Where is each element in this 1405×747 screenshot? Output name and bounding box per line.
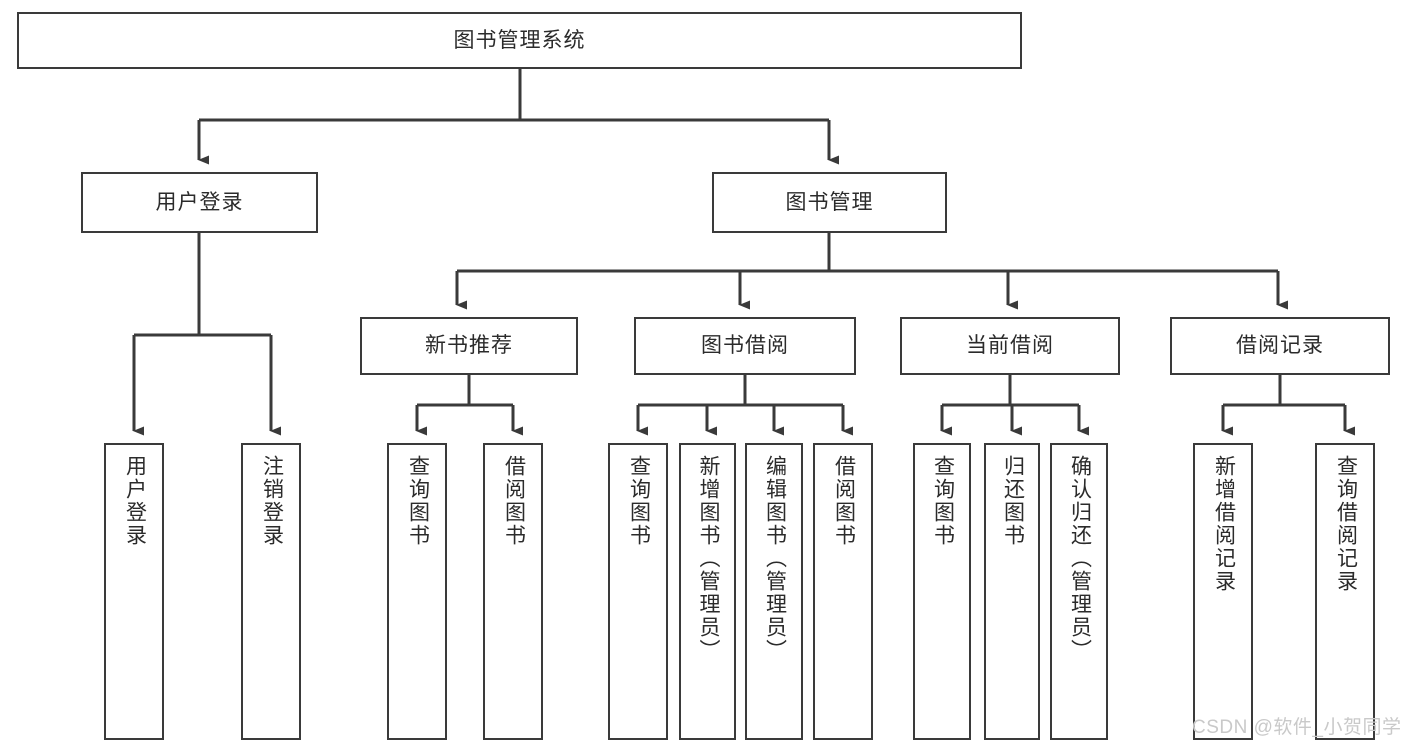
node-leaf[interactable]: 查询图书	[913, 443, 971, 740]
node-level2-current-borrow[interactable]: 当前借阅	[900, 317, 1120, 375]
node-leaf[interactable]: 归还图书	[984, 443, 1040, 740]
node-leaf-label: 新增借阅记录	[1212, 455, 1236, 593]
node-leaf-label: 借阅图书	[502, 455, 526, 547]
node-leaf-label: 查询图书	[627, 455, 651, 547]
node-level2-new-book-recommend-label: 新书推荐	[425, 334, 513, 358]
node-leaf[interactable]: 用户登录	[104, 443, 164, 740]
node-leaf[interactable]: 查询图书	[387, 443, 447, 740]
node-leaf-label: 编辑图书（管理员）	[763, 455, 787, 662]
node-leaf-label: 查询图书	[931, 455, 955, 547]
node-leaf-label: 新增图书（管理员）	[696, 455, 720, 662]
node-level2-current-borrow-label: 当前借阅	[966, 334, 1054, 358]
node-leaf-label: 借阅图书	[832, 455, 856, 547]
node-leaf[interactable]: 新增借阅记录	[1193, 443, 1253, 740]
node-leaf-label: 用户登录	[123, 455, 147, 547]
node-leaf[interactable]: 注销登录	[241, 443, 301, 740]
node-level1-book-management[interactable]: 图书管理	[712, 172, 947, 233]
node-leaf[interactable]: 新增图书（管理员）	[679, 443, 736, 740]
csdn-watermark: CSDN @软件_小贺同学	[1192, 717, 1402, 738]
node-leaf[interactable]: 查询图书	[608, 443, 668, 740]
node-leaf-label: 归还图书	[1001, 455, 1025, 547]
node-leaf[interactable]: 编辑图书（管理员）	[745, 443, 803, 740]
node-root[interactable]: 图书管理系统	[17, 12, 1022, 69]
node-root-label: 图书管理系统	[453, 28, 586, 52]
node-leaf-label: 查询图书	[406, 455, 430, 547]
node-leaf[interactable]: 借阅图书	[813, 443, 873, 740]
node-level2-new-book-recommend[interactable]: 新书推荐	[360, 317, 578, 375]
node-level2-borrow-record-label: 借阅记录	[1236, 334, 1324, 358]
node-level1-book-management-label: 图书管理	[785, 190, 874, 214]
node-level2-book-borrow[interactable]: 图书借阅	[634, 317, 856, 375]
node-leaf[interactable]: 查询借阅记录	[1315, 443, 1375, 740]
node-level2-book-borrow-label: 图书借阅	[701, 334, 789, 358]
node-level1-user-login-label: 用户登录	[155, 190, 244, 214]
node-leaf[interactable]: 借阅图书	[483, 443, 543, 740]
node-leaf-label: 查询借阅记录	[1334, 455, 1358, 593]
node-level2-borrow-record[interactable]: 借阅记录	[1170, 317, 1390, 375]
node-level1-user-login[interactable]: 用户登录	[81, 172, 318, 233]
node-leaf-label: 注销登录	[260, 455, 284, 547]
node-leaf[interactable]: 确认归还（管理员）	[1050, 443, 1108, 740]
node-leaf-label: 确认归还（管理员）	[1068, 455, 1092, 662]
